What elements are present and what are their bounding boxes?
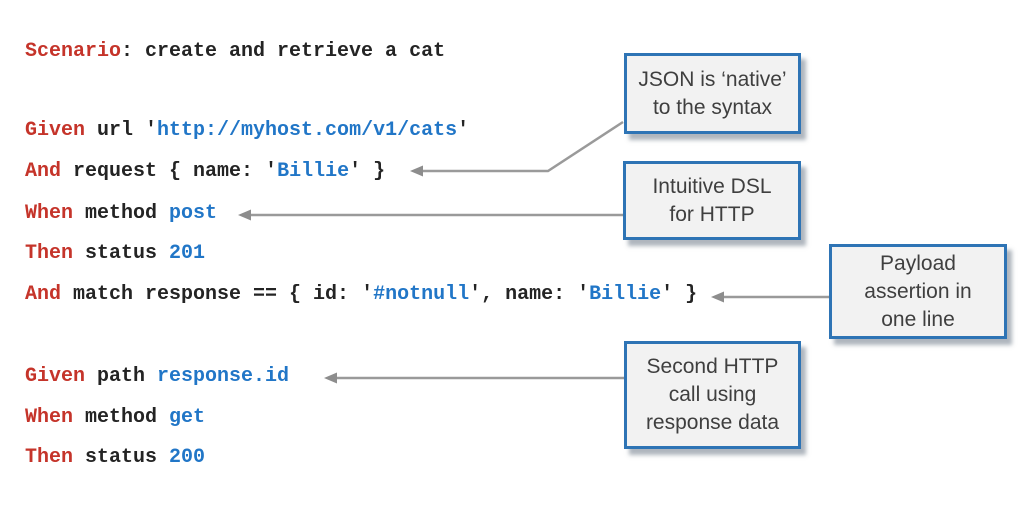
code-line-when-get: When method get — [25, 406, 205, 430]
keyword-token: Scenario — [25, 40, 122, 63]
plain-token: match response == { id: ' — [61, 283, 374, 306]
value-token: Billie — [589, 283, 662, 306]
keyword-token: Then — [25, 446, 74, 469]
callout-line: assertion in — [864, 279, 972, 303]
callout-line: one line — [881, 307, 955, 331]
callout-payload-assertion: Payload assertion in one line — [829, 244, 1007, 339]
value-token: post — [169, 202, 218, 225]
value-token: 201 — [169, 242, 206, 265]
arrowhead-left-icon — [410, 165, 423, 177]
plain-token: ' } — [349, 160, 386, 183]
keyword-token: Then — [25, 242, 74, 265]
plain-token: url ' — [85, 119, 158, 142]
callout-line: call using — [668, 383, 757, 406]
value-token: get — [169, 406, 206, 429]
callout-line: for HTTP — [669, 202, 755, 226]
code-line-given-url: Given url 'http://myhost.com/v1/cats' — [25, 119, 469, 143]
code-line-given-path: Given path response.id — [25, 365, 289, 389]
callout-line: Second HTTP — [646, 355, 779, 378]
plain-token: method — [73, 406, 170, 429]
keyword-token: And — [25, 160, 62, 183]
plain-token: : create and retrieve a cat — [121, 40, 446, 63]
callout-line: Intuitive DSL — [652, 174, 772, 198]
keyword-token: Given — [25, 365, 86, 388]
code-line-scenario: Scenario: create and retrieve a cat — [25, 40, 445, 64]
code-line-when-post: When method post — [25, 202, 217, 226]
plain-token: status — [73, 242, 170, 265]
callout-line: response data — [645, 411, 780, 434]
plain-token: ' } — [661, 283, 698, 306]
plain-token: request { name: ' — [61, 160, 278, 183]
connector-arrow-payload-assertion — [711, 291, 829, 303]
code-line-and-request: And request { name: 'Billie' } — [25, 160, 385, 184]
keyword-token: And — [25, 283, 62, 306]
value-token: response.id — [157, 365, 290, 388]
value-token: 200 — [169, 446, 206, 469]
callout-intuitive-dsl: Intuitive DSL for HTTP — [623, 161, 801, 240]
value-token: #notnull — [373, 283, 470, 306]
code-line-and-match: And match response == { id: '#notnull', … — [25, 283, 697, 307]
callout-json-native: JSON is ‘native’ to the syntax — [624, 53, 801, 134]
keyword-token: When — [25, 406, 74, 429]
arrowhead-left-icon — [324, 372, 337, 384]
keyword-token: When — [25, 202, 74, 225]
plain-token: method — [73, 202, 170, 225]
arrowhead-left-icon — [711, 291, 724, 303]
plain-token: ', name: ' — [469, 283, 590, 306]
arrowhead-left-icon — [238, 209, 251, 221]
callout-line: JSON is ‘native’ — [638, 67, 787, 91]
plain-token: ' — [457, 119, 470, 142]
callout-line: Payload — [880, 251, 956, 275]
value-token: http://myhost.com/v1/cats — [157, 119, 458, 142]
callout-second-call: Second HTTP call using response data — [624, 341, 801, 449]
callout-line: to the syntax — [652, 95, 773, 119]
connector-arrow-second-call — [324, 372, 624, 384]
plain-token: path — [85, 365, 158, 388]
connector-arrow-intuitive-dsl — [238, 209, 623, 221]
value-token: Billie — [277, 160, 350, 183]
code-line-then-200: Then status 200 — [25, 446, 205, 470]
plain-token: status — [73, 446, 170, 469]
keyword-token: Given — [25, 119, 86, 142]
code-line-then-201: Then status 201 — [25, 242, 205, 266]
